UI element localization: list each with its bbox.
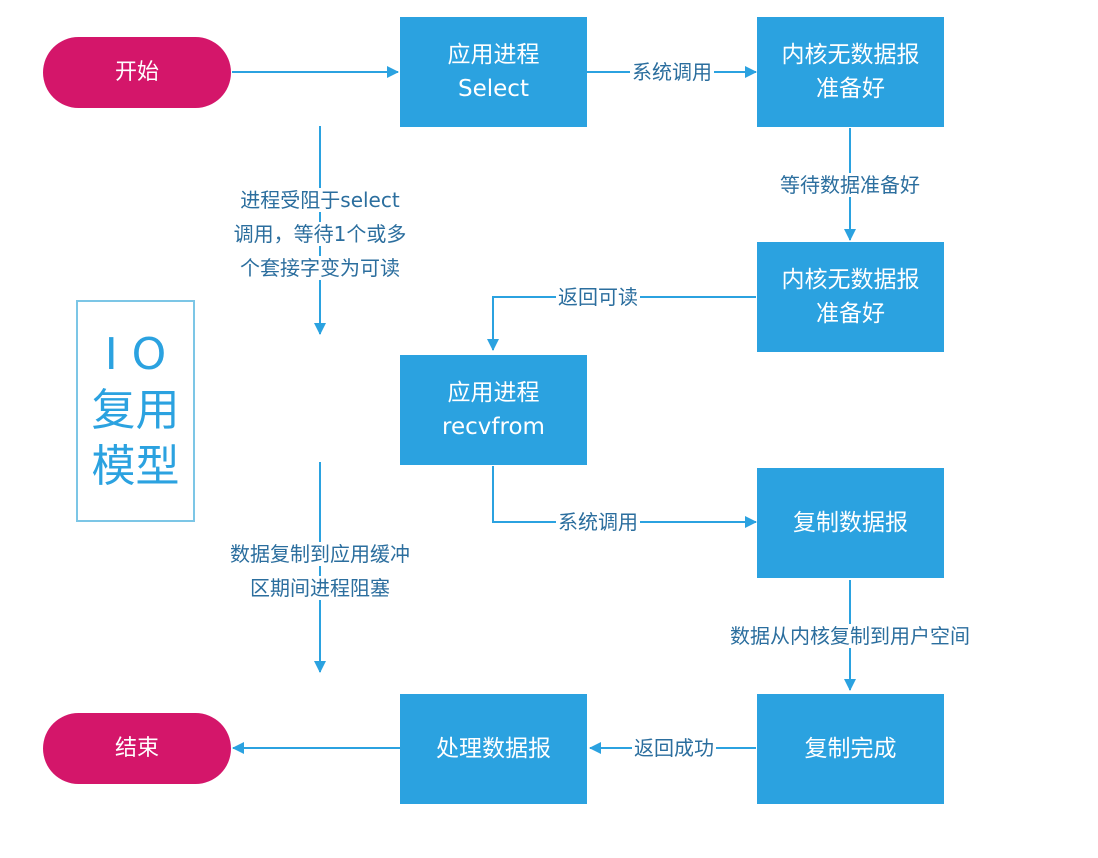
- select-blocked-line1: 进程受阻于select: [238, 188, 402, 212]
- copy-datagram-node: 复制数据报: [757, 468, 944, 578]
- arrow-recvfrom-syscall: [492, 466, 757, 528]
- copy-done-node: 复制完成: [757, 694, 944, 804]
- recvfrom-process-line1: 应用进程: [447, 380, 540, 406]
- select-process-line1: 应用进程: [447, 42, 540, 68]
- syscall-label-2: 系统调用: [540, 509, 656, 535]
- kernel-no-data-node-1: 内核无数据报 准备好: [757, 17, 944, 127]
- select-blocked-line2: 调用，等待1个或多: [231, 222, 409, 246]
- end-label: 结束: [114, 735, 159, 761]
- select-blocked-note: 进程受阻于select 调用，等待1个或多 个套接字变为可读: [200, 183, 440, 285]
- model-title: I O 复用 模型: [76, 300, 195, 522]
- copy-done-label: 复制完成: [804, 736, 897, 762]
- kernel-no-data-2-line1: 内核无数据报: [781, 267, 920, 293]
- recvfrom-process-node: 应用进程 recvfrom: [400, 355, 587, 465]
- select-process-line2: Select: [458, 76, 529, 102]
- syscall-label-1: 系统调用: [620, 59, 724, 85]
- recvfrom-process-line2: recvfrom: [442, 414, 545, 440]
- kernel-no-data-1-line2: 准备好: [816, 76, 885, 102]
- kernel-no-data-2-line2: 准备好: [816, 301, 885, 327]
- return-readable-text: 返回可读: [556, 285, 640, 309]
- handle-datagram-node: 处理数据报: [400, 694, 587, 804]
- copy-kernel-to-user-label: 数据从内核复制到用户空间: [688, 623, 1012, 649]
- kernel-no-data-1-line1: 内核无数据报: [781, 42, 920, 68]
- syscall-label-1-text: 系统调用: [630, 60, 714, 84]
- select-process-node: 应用进程 Select: [400, 17, 587, 127]
- copy-kernel-to-user-text: 数据从内核复制到用户空间: [728, 624, 972, 648]
- model-title-line1: I O: [104, 329, 167, 380]
- copy-blocked-line1: 数据复制到应用缓冲: [228, 542, 412, 566]
- kernel-no-data-node-2: 内核无数据报 准备好: [757, 242, 944, 352]
- model-title-line2: 复用: [91, 385, 180, 436]
- copy-blocked-line2: 区期间进程阻塞: [248, 576, 392, 600]
- arrow-return-readable: [487, 296, 756, 351]
- end-node: 结束: [43, 713, 231, 784]
- wait-for-data-label: 等待数据准备好: [755, 172, 945, 198]
- return-success-label: 返回成功: [612, 735, 736, 761]
- copy-datagram-label: 复制数据报: [793, 510, 908, 536]
- return-readable-label: 返回可读: [540, 284, 656, 310]
- return-success-text: 返回成功: [632, 736, 716, 760]
- syscall-label-2-text: 系统调用: [556, 510, 640, 534]
- handle-datagram-label: 处理数据报: [436, 736, 551, 762]
- model-title-line3: 模型: [91, 441, 180, 492]
- wait-for-data-text: 等待数据准备好: [778, 173, 922, 197]
- copy-blocked-note: 数据复制到应用缓冲 区期间进程阻塞: [190, 537, 450, 605]
- start-node: 开始: [43, 37, 231, 108]
- start-label: 开始: [114, 59, 159, 85]
- select-blocked-line3: 个套接字变为可读: [238, 256, 402, 280]
